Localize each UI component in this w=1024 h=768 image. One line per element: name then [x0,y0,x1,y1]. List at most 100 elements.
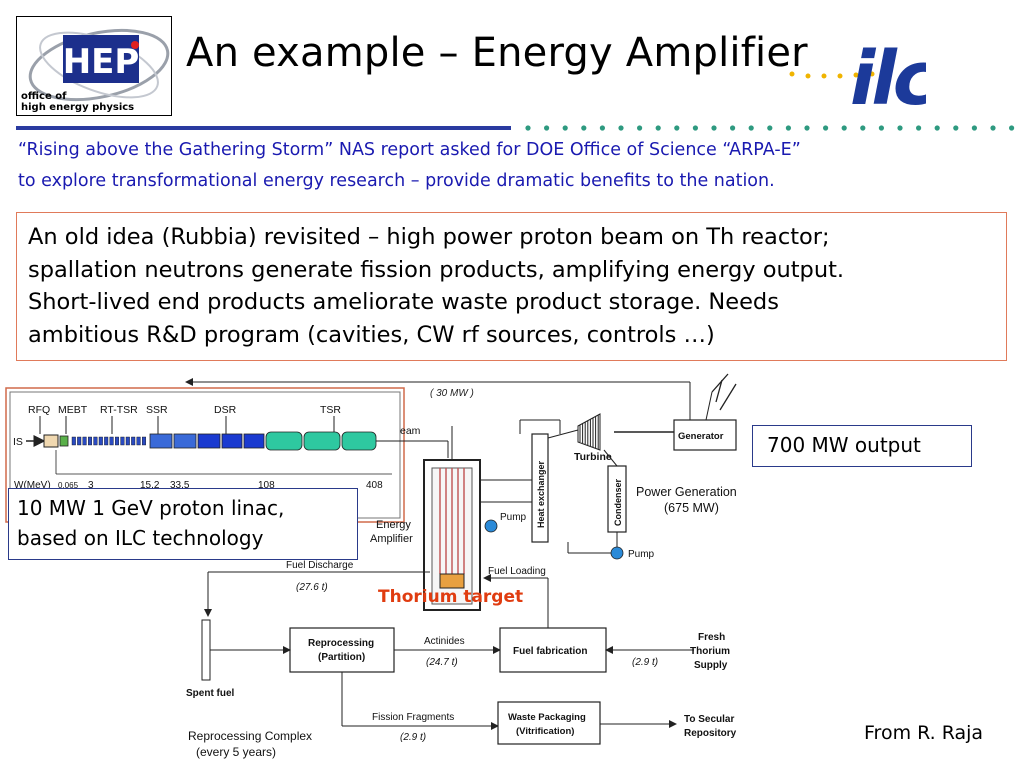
rt-cell [131,436,136,446]
fuel-discharge-qty: (27.6 t) [296,582,328,593]
rule-dot [692,125,699,131]
rule-dot [581,125,587,131]
rule-dot [878,125,885,131]
energy-value-1: 3 [88,480,94,491]
fuel-discharge-label: Fuel Discharge [286,560,354,571]
rt-cell [136,436,141,446]
heat-exchanger-box [531,433,549,543]
linac-callout: 10 MW 1 GeV proton linac, based on ILC t… [8,488,358,560]
fresh-thorium-label-3: Supply [694,660,728,671]
fission-fragments-label: Fission Fragments [372,712,454,723]
linac-callout-line-1: 10 MW 1 GeV proton linac, [17,496,285,520]
power-generation-label: Power Generation [636,485,737,499]
subtitle-line-1: “Rising above the Gathering Storm” NAS r… [18,140,801,160]
summary-line-4: ambitious R&D program (cavities, CW rf s… [28,321,715,348]
linac-section-mebt: MEBT [58,404,88,416]
rule-dot [674,125,680,131]
ilc-logo-mark: ilc [850,36,926,120]
fuel-fabrication-label: Fuel fabrication [513,646,587,657]
rule-dot [618,125,624,131]
rule-dot [748,125,754,131]
generator-label: Generator [678,431,724,442]
secular-repository-label-1: To Secular [684,714,734,725]
rule-dot [990,125,996,131]
pump-1 [484,519,498,533]
rule-dot [1009,125,1015,131]
output-callout: 700 MW output [752,425,972,467]
energy-value-0: 0.065 [58,481,79,490]
condenser-label: Condenser [613,478,623,526]
fission-fragments-qty: (2.9 t) [400,732,426,743]
rule-dot [953,125,959,131]
energy-amplifier-vessel [423,426,481,611]
energy-value-5: 408 [366,480,383,491]
credit-text: From R. Raja [864,722,984,744]
linac-section-tsr: TSR [320,404,341,416]
energy-axis-label: W(MeV) [14,480,51,491]
fuel-loading-label: Fuel Loading [488,566,546,577]
rule-dot [767,125,773,131]
energy-value-4: 108 [258,480,275,491]
rule-dot [785,125,792,131]
energy-amplifier-label-1: Energy [376,519,411,531]
summary-line-1: An old idea (Rubbia) revisited – high po… [28,224,830,250]
rule-dot [841,125,847,131]
reprocessing-partition: (Partition) [318,652,365,663]
rule-dot [804,125,810,131]
title-divider [16,125,1015,131]
rule-dot [934,125,940,131]
power-generation-value: (675 MW) [664,501,719,515]
rule-dot [637,125,643,131]
waste-packaging-sub: (Vitrification) [516,726,574,737]
linac-is-label: IS [13,436,23,448]
linac-section-dsr: DSR [214,404,237,416]
waste-packaging-box [497,701,601,745]
fuel-fabrication-box [499,627,607,673]
hep-logo-mark: HEP [63,42,140,82]
secular-repository-label-2: Repository [684,728,737,739]
linac-section-ssr: SSR [146,404,168,416]
energy-amplifier-diagram: ( 30 MW ) RFQ MEBT RT-TSR SSR DSR TSR IS… [5,373,737,759]
linac-callout-line-2: based on ILC technology [17,526,264,550]
rt-cell [82,436,87,446]
reprocessing-label: Reprocessing [308,638,374,649]
rt-cell [77,436,82,446]
rt-tsr-cells [71,436,146,446]
rule-dot [860,125,866,131]
rule-dot [897,125,903,131]
summary-line-2: spallation neutrons generate fission pro… [28,256,845,283]
turbine-shape [577,413,601,451]
summary-line-3: Short-lived end products ameliorate wast… [28,289,779,315]
rt-cell [93,436,98,446]
rt-cell [141,436,146,446]
rt-cell [87,436,92,446]
rt-cell [120,436,125,446]
rule-dot [971,125,978,131]
energy-value-3: 33.5 [170,480,190,491]
rt-cell [104,436,109,446]
rt-cell [125,436,130,446]
rule-dot [711,125,717,131]
pump-2 [610,546,624,560]
subtitle-line-2: to explore transformational energy resea… [18,171,775,191]
spent-fuel-label: Spent fuel [186,688,235,699]
rule-dot [823,125,829,131]
fresh-thorium-label-1: Fresh [698,632,725,643]
hep-logo-line2: high energy physics [21,102,134,113]
beam-label: eam [400,425,421,437]
hep-logo-graphic: HEP office of high energy physics [21,28,170,113]
reprocessing-complex-period: (every 5 years) [196,745,276,759]
turbine-label: Turbine [574,451,612,463]
rt-cell [114,436,119,446]
ilc-dots [789,70,891,79]
energy-value-2: 15.2 [140,480,160,491]
reprocessing-box [289,627,395,673]
slide-title: An example – Energy Amplifier [186,30,808,76]
spent-fuel-rod [201,619,211,681]
hep-logo-line1: office of [21,91,67,102]
generator-box [673,419,737,451]
rt-cell [71,436,76,446]
summary-box: An old idea (Rubbia) revisited – high po… [16,212,1007,361]
pump-label-1: Pump [500,512,527,523]
linac-section-rt-tsr: RT-TSR [100,404,138,416]
